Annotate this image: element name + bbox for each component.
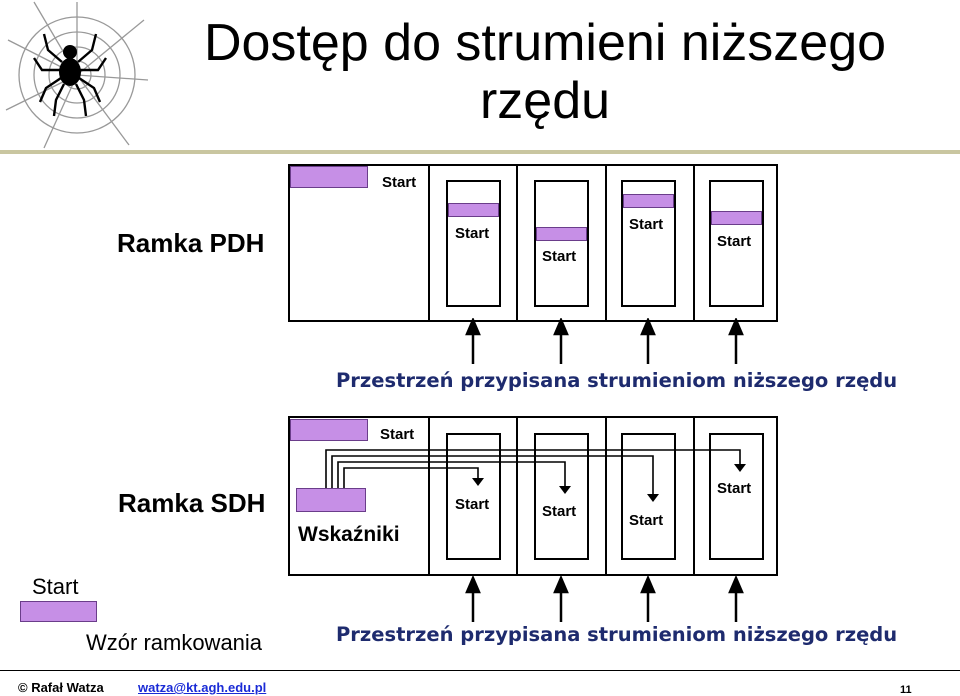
pdh-framing-pattern xyxy=(290,166,368,188)
sdh-pointers-label: Wskaźniki xyxy=(298,523,400,547)
pdh-tributary-1-pattern xyxy=(448,203,499,217)
sdh-start-label: Start xyxy=(542,503,576,520)
sdh-start-label: Start xyxy=(717,480,751,497)
arrow-up-icon xyxy=(467,578,479,592)
legend-pattern-label: Wzór ramkowania xyxy=(86,630,262,656)
pdh-tributary-1 xyxy=(446,180,501,307)
sdh-start-label: Start xyxy=(629,512,663,529)
footer-author: © Rafał Watza xyxy=(18,680,104,695)
arrow-down-icon xyxy=(559,486,571,494)
arrow-up-icon xyxy=(555,320,567,334)
arrow-up-icon xyxy=(730,578,742,592)
pointer-lines xyxy=(300,440,760,510)
pdh-tributary-2-pattern xyxy=(536,227,587,241)
legend-start-label: Start xyxy=(32,574,78,600)
spider-web-logo-icon xyxy=(4,0,150,150)
pdh-caption: Przestrzeń przypisana strumieniom niższe… xyxy=(336,369,897,392)
title-divider xyxy=(0,150,960,154)
pdh-start-label: Start xyxy=(455,225,489,242)
arrow-up-icon xyxy=(642,320,654,334)
pdh-tributary-3-pattern xyxy=(623,194,674,208)
pdh-start-label: Start xyxy=(629,216,663,233)
sdh-framing-pattern xyxy=(290,419,368,441)
legend-framing-pattern xyxy=(20,601,97,622)
pdh-frame-label: Ramka PDH xyxy=(117,228,264,259)
arrow-up-icon xyxy=(555,578,567,592)
sdh-frame-label: Ramka SDH xyxy=(118,488,265,519)
arrow-up-icon xyxy=(642,578,654,592)
sdh-top-start-label: Start xyxy=(380,426,414,443)
arrow-down-icon xyxy=(647,494,659,502)
pdh-start-label: Start xyxy=(717,233,751,250)
page-number: 11 xyxy=(900,684,912,696)
page-title: Dostęp do strumieni niższego rzędu xyxy=(150,14,940,130)
arrow-down-icon xyxy=(472,478,484,486)
footer-email-link[interactable]: watza@kt.agh.edu.pl xyxy=(138,680,266,695)
arrow-up-icon xyxy=(467,320,479,334)
arrow-up-icon xyxy=(730,320,742,334)
arrow-down-icon xyxy=(734,464,746,472)
pdh-start-label: Start xyxy=(382,174,416,191)
pdh-start-label: Start xyxy=(542,248,576,265)
sdh-start-label: Start xyxy=(455,496,489,513)
pdh-tributary-4-pattern xyxy=(711,211,762,225)
sdh-arrows xyxy=(440,576,780,624)
pdh-tributary-2 xyxy=(534,180,589,307)
pdh-arrows xyxy=(440,318,780,366)
sdh-caption: Przestrzeń przypisana strumieniom niższe… xyxy=(336,623,897,646)
footer-divider xyxy=(0,670,960,671)
